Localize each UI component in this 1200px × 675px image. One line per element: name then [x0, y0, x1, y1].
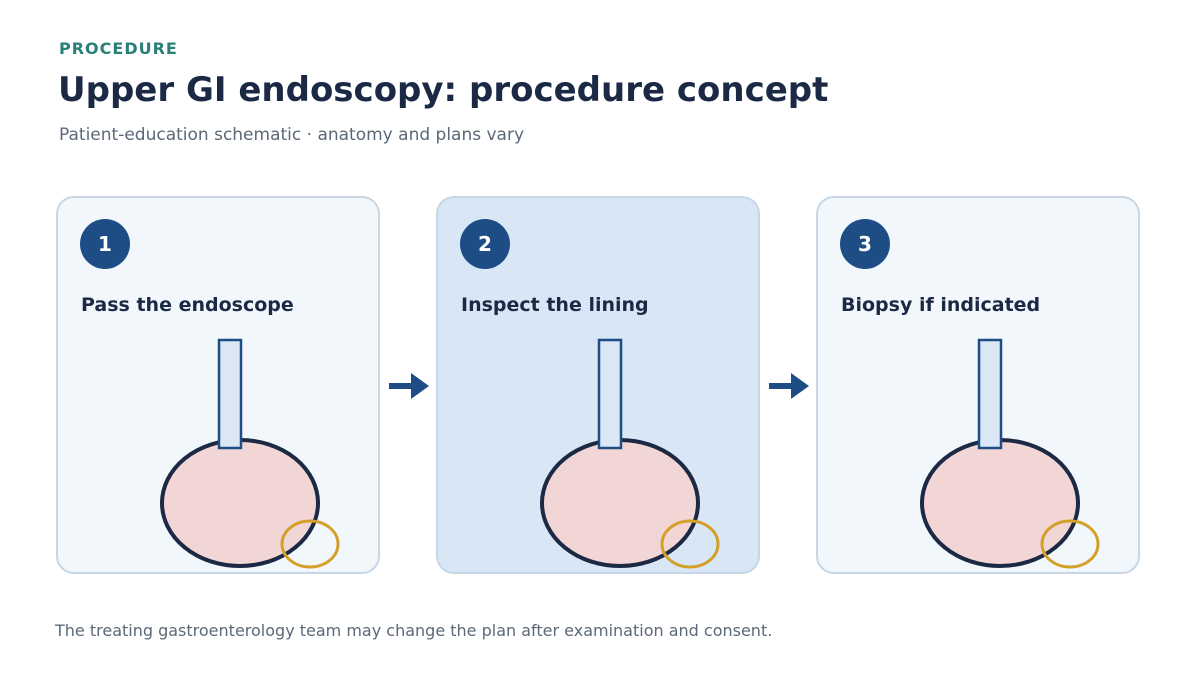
- procedure-eyebrow: PROCEDURE: [59, 39, 178, 58]
- stomach-shape: [540, 438, 700, 568]
- page-subtitle: Patient-education schematic · anatomy an…: [59, 125, 525, 145]
- endoscope-tube: [217, 338, 243, 450]
- footnote: The treating gastroenterology team may c…: [55, 621, 773, 640]
- step-card-1: 1 Pass the endoscope: [56, 196, 380, 574]
- focus-region-ring: [1040, 519, 1100, 569]
- step-title: Inspect the lining: [461, 294, 649, 316]
- step-card-2: 2 Inspect the lining: [436, 196, 760, 574]
- endoscope-tube: [977, 338, 1003, 450]
- stomach-shape: [160, 438, 320, 568]
- stomach-scope-illustration: [540, 338, 720, 569]
- endoscope-tube: [597, 338, 623, 450]
- step-number-badge: 2: [460, 219, 510, 269]
- arrow-right-icon: [389, 373, 429, 399]
- focus-region-ring: [660, 519, 720, 569]
- stomach-shape: [920, 438, 1080, 568]
- stomach-scope-illustration: [920, 338, 1100, 569]
- focus-region-ring: [280, 519, 340, 569]
- arrow-right-icon: [769, 373, 809, 399]
- step-card-3: 3 Biopsy if indicated: [816, 196, 1140, 574]
- page-title: Upper GI endoscopy: procedure concept: [58, 70, 829, 110]
- step-title: Biopsy if indicated: [841, 294, 1041, 316]
- stomach-scope-illustration: [160, 338, 340, 569]
- step-number-badge: 1: [80, 219, 130, 269]
- step-title: Pass the endoscope: [81, 294, 294, 316]
- step-number-badge: 3: [840, 219, 890, 269]
